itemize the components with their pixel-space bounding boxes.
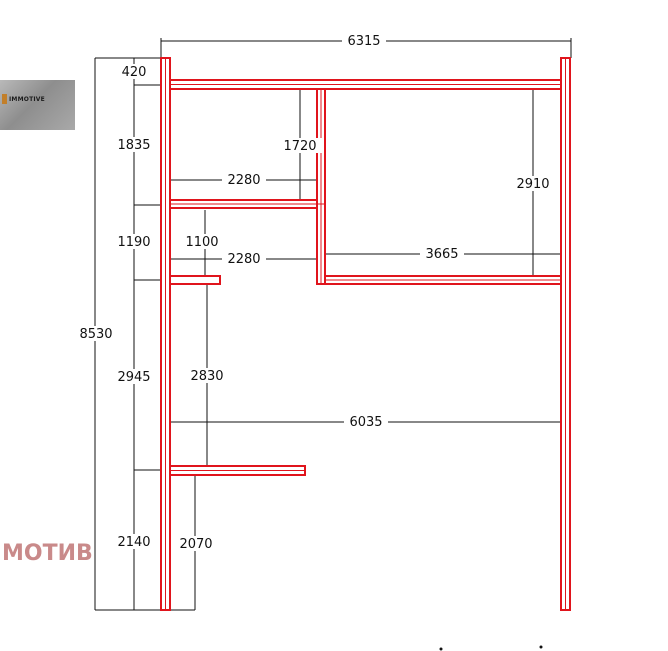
dim-left-room4-height: 2140 [117,535,150,550]
stray-dots [439,645,543,651]
dim-big-room-height: 2910 [516,177,549,192]
dim-left-room1-height: 1835 [117,138,150,153]
company-logo: IMMOTIVE [0,80,75,130]
dim-corridor-width: 6035 [349,415,382,430]
logo-mark-icon [2,94,7,104]
dim-corridor-height: 2830 [190,369,223,384]
logo-brand-text: IMMOTIVE [9,96,45,103]
dim-bottom-left-height: 2070 [179,537,212,552]
dim-left-room3-height: 2945 [117,370,150,385]
dim-big-room-width: 3665 [425,247,458,262]
dim-left-room2-height: 1190 [117,235,150,250]
dim-room2-width: 2280 [227,252,260,267]
dimension-labels: 6315 8530 420 1835 1190 2945 2140 1720 2… [74,33,556,552]
watermark-text: МОТИВ [2,541,93,566]
dim-room1-width: 2280 [227,173,260,188]
dim-overall-height: 8530 [79,327,112,342]
dim-left-top-offset: 420 [122,65,147,80]
dim-room2-door-width: 1100 [185,235,218,250]
dim-room1-inner-height: 1720 [283,139,316,154]
dim-overall-width: 6315 [347,34,380,49]
walls [160,57,571,611]
